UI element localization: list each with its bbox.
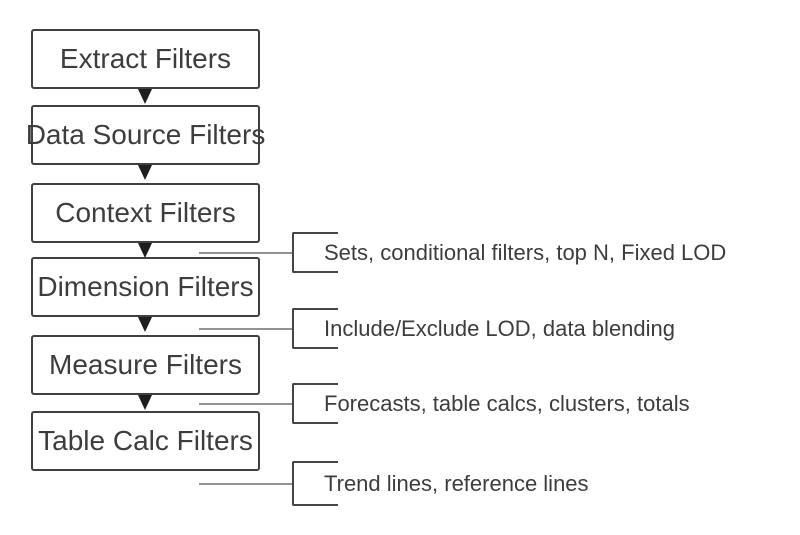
bracket-icon	[292, 232, 338, 273]
flow-box-extract-filters: Extract Filters	[31, 29, 260, 89]
bracket-icon	[292, 383, 338, 424]
annotation-label-forecasts-table-calcs: Forecasts, table calcs, clusters, totals	[324, 391, 690, 416]
flow-box-label: Context Filters	[55, 197, 236, 228]
annotation-label-trend-reference-lines: Trend lines, reference lines	[324, 471, 589, 496]
flow-box-dimension-filters: Dimension Filters	[31, 257, 260, 317]
annotation-label-include-exclude-lod: Include/Exclude LOD, data blending	[324, 316, 676, 341]
arrow-down-icon	[138, 243, 152, 258]
arrow-down-icon	[138, 317, 152, 332]
bracket-icon	[292, 308, 338, 349]
arrow-down-icon	[138, 165, 152, 180]
flow-box-label: Data Source Filters	[25, 119, 266, 150]
flow-box-label: Measure Filters	[49, 349, 242, 380]
flow-box-label: Dimension Filters	[37, 271, 254, 302]
flow-box-label: Extract Filters	[59, 43, 232, 74]
annotation-connector-line	[199, 483, 292, 485]
annotation-label-sets-conditional: Sets, conditional filters, top N, Fixed …	[324, 240, 727, 265]
flow-box-label: Table Calc Filters	[38, 425, 253, 456]
arrow-down-icon	[138, 395, 152, 410]
flow-box-measure-filters: Measure Filters	[31, 335, 260, 395]
flow-box-table-calc-filters: Table Calc Filters	[31, 411, 260, 471]
annotation-connector-line	[199, 328, 292, 330]
arrow-down-icon	[138, 89, 152, 104]
annotation-connector-line	[199, 403, 292, 405]
annotation-connector-line	[199, 252, 292, 254]
flow-box-data-source-filters: Data Source Filters	[26, 105, 265, 165]
bracket-icon	[292, 461, 338, 506]
flow-box-context-filters: Context Filters	[31, 183, 260, 243]
